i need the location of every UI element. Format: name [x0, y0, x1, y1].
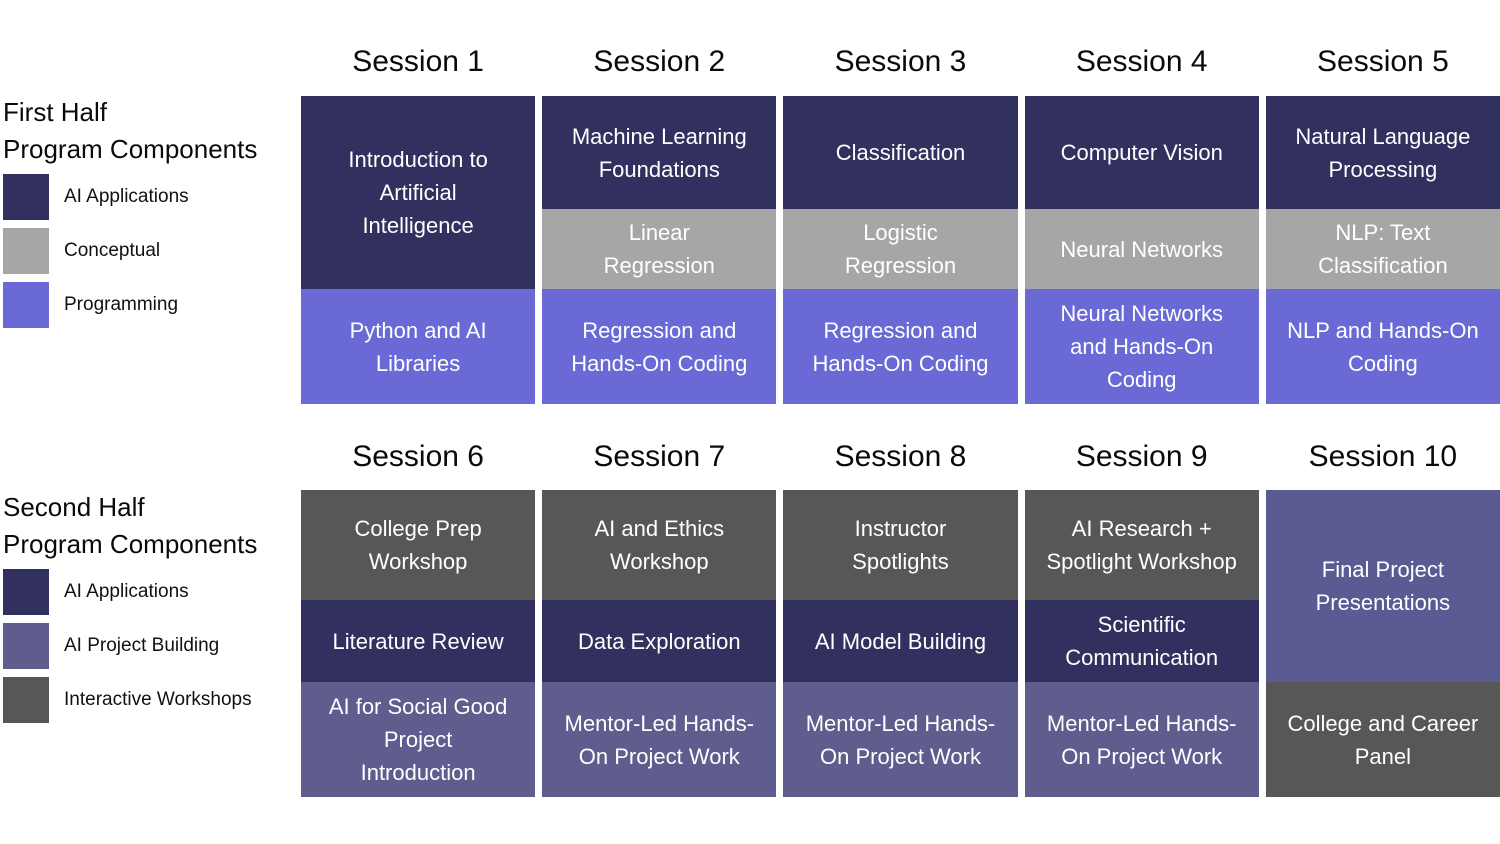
- session-4-header: Session 4: [1075, 45, 1208, 78]
- second-half-legend: Second Half Program Components AI Applic…: [3, 489, 298, 731]
- block-programming: Regression and Hands-On Coding: [783, 289, 1018, 404]
- legend-item-label: AI Applications: [64, 581, 189, 602]
- block-ai-project-building: Mentor-Led Hands- On Project Work: [542, 682, 777, 797]
- session-7-column: Session 7 AI and Ethics Workshop Data Ex…: [542, 435, 777, 797]
- block-ai-applications: Classification: [783, 96, 1018, 209]
- block-interactive-workshops: AI Research + Spotlight Workshop: [1024, 490, 1259, 600]
- block-interactive-workshops: Instructor Spotlights: [783, 490, 1018, 600]
- legend-item-ai-project-building: AI Project Building: [3, 623, 298, 669]
- session-1-column: Session 1 Introduction to Artificial Int…: [301, 40, 536, 404]
- legend-item-interactive-workshops: Interactive Workshops: [3, 677, 298, 723]
- block-ai-applications: Machine Learning Foundations: [542, 96, 777, 209]
- legend-title-line: Program Components: [3, 134, 258, 164]
- session-8-header: Session 8: [834, 440, 967, 473]
- session-9-column: Session 9 AI Research + Spotlight Worksh…: [1024, 435, 1259, 797]
- legend-items: AI Applications Conceptual Programming: [3, 174, 298, 328]
- session-6-header: Session 6: [352, 440, 484, 473]
- block-ai-applications: Natural Language Processing: [1265, 96, 1500, 209]
- legend-item-label: Programming: [64, 294, 179, 315]
- ai-project-building-swatch: [3, 623, 49, 669]
- block-programming: NLP and Hands-On Coding: [1265, 289, 1500, 404]
- block-programming: Regression and Hands-On Coding: [542, 289, 777, 404]
- block-ai-applications: Scientific Communication: [1024, 600, 1259, 682]
- first-half-legend: First Half Program Components AI Applica…: [3, 94, 298, 336]
- block-ai-project-building: Mentor-Led Hands- On Project Work: [783, 682, 1018, 797]
- session-10-header: Session 10: [1308, 440, 1458, 473]
- legend-item-label: Conceptual: [64, 240, 161, 261]
- session-1-header: Session 1: [352, 45, 484, 78]
- session-5-header: Session 5: [1317, 45, 1449, 78]
- ai-applications-swatch: [3, 174, 49, 220]
- block-interactive-workshops: AI and Ethics Workshop: [542, 490, 777, 600]
- legend-title-line: Second Half: [3, 492, 145, 522]
- session-4-column: Session 4 Computer Vision Neural Network…: [1024, 40, 1259, 404]
- session-2-column: Session 2 Machine Learning Foundations L…: [542, 40, 777, 404]
- block-ai-project-building: Final Project Presentations: [1265, 490, 1500, 682]
- block-ai-applications: Introduction to Artificial Intelligence: [301, 96, 536, 289]
- legend-item-label: AI Project Building: [64, 635, 220, 656]
- interactive-workshops-swatch: [3, 677, 49, 723]
- legend-item-label: Interactive Workshops: [64, 689, 252, 710]
- legend-item-ai-applications: AI Applications: [3, 569, 298, 615]
- block-conceptual: Linear Regression: [542, 209, 777, 289]
- block-interactive-workshops: College and Career Panel: [1265, 682, 1500, 797]
- session-6-column: Session 6 College Prep Workshop Literatu…: [301, 435, 536, 797]
- legend-items: AI Applications AI Project Building Inte…: [3, 569, 298, 723]
- session-3-column: Session 3 Classification Logistic Regres…: [783, 40, 1018, 404]
- block-ai-applications: Literature Review: [301, 600, 536, 682]
- legend-item-label: AI Applications: [64, 186, 189, 207]
- block-interactive-workshops: College Prep Workshop: [301, 490, 536, 600]
- block-ai-project-building: Mentor-Led Hands- On Project Work: [1024, 682, 1259, 797]
- block-ai-project-building: AI for Social Good Project Introduction: [301, 682, 536, 797]
- block-ai-applications: Computer Vision: [1024, 96, 1259, 209]
- second-half-grid: Session 6 College Prep Workshop Literatu…: [301, 435, 1500, 797]
- session-5-column: Session 5 Natural Language Processing NL…: [1265, 40, 1500, 404]
- ai-applications-swatch: [3, 569, 49, 615]
- block-programming: Neural Networks and Hands-On Coding: [1024, 289, 1259, 404]
- programming-swatch: [3, 282, 49, 328]
- legend-item-ai-applications: AI Applications: [3, 174, 298, 220]
- session-8-column: Session 8 Instructor Spotlights AI Model…: [783, 435, 1018, 797]
- session-3-header: Session 3: [834, 45, 967, 78]
- session-10-column: Session 10 Final Project Presentations C…: [1265, 435, 1500, 797]
- conceptual-swatch: [3, 228, 49, 274]
- session-7-header: Session 7: [593, 440, 726, 473]
- first-half-grid: Session 1 Introduction to Artificial Int…: [301, 40, 1500, 404]
- block-programming: Python and AI Libraries: [301, 289, 536, 404]
- session-9-header: Session 9: [1075, 440, 1208, 473]
- legend-title-line: First Half: [3, 97, 107, 127]
- block-ai-applications: Data Exploration: [542, 600, 777, 682]
- block-conceptual: Neural Networks: [1024, 209, 1259, 289]
- block-conceptual: Logistic Regression: [783, 209, 1018, 289]
- legend-item-conceptual: Conceptual: [3, 228, 298, 274]
- legend-title-line: Program Components: [3, 529, 258, 559]
- block-conceptual: NLP: Text Classification: [1265, 209, 1500, 289]
- block-ai-applications: AI Model Building: [783, 600, 1018, 682]
- second-half-legend-title: Second Half Program Components: [3, 489, 298, 563]
- first-half-legend-title: First Half Program Components: [3, 94, 298, 168]
- legend-item-programming: Programming: [3, 282, 298, 328]
- session-2-header: Session 2: [593, 45, 726, 78]
